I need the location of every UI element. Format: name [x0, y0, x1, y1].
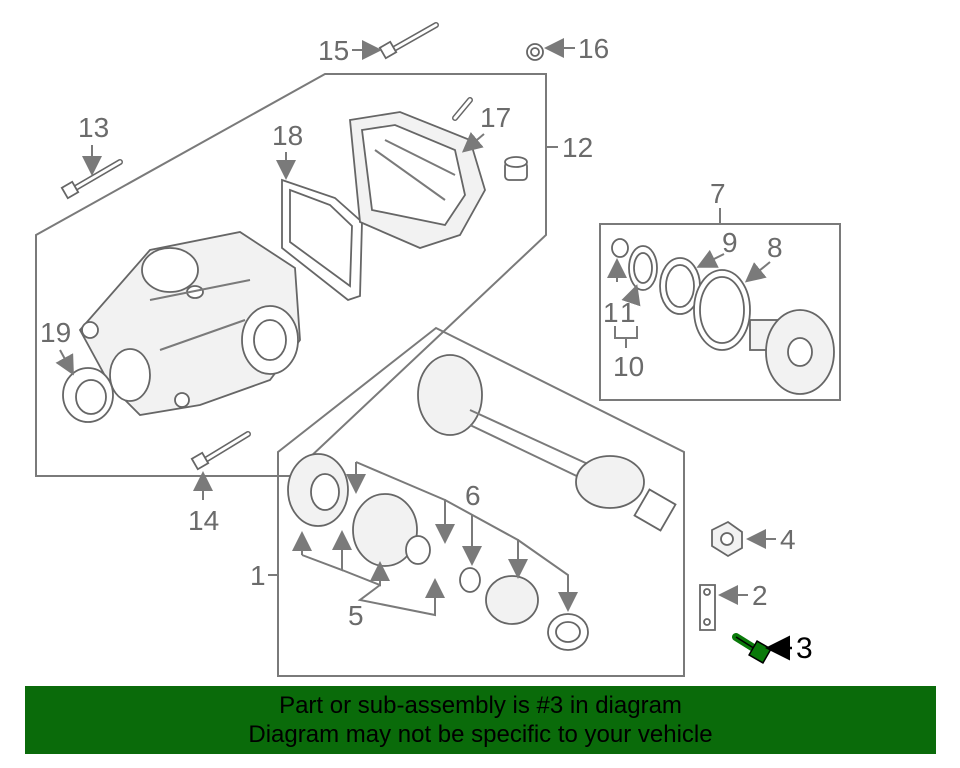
callout-3: 3 — [796, 632, 813, 665]
clamp-large — [547, 613, 589, 651]
plug — [504, 156, 528, 181]
bolt-17-screw — [452, 97, 473, 121]
strap-2 — [699, 584, 716, 631]
differential-housing — [78, 231, 301, 416]
bolt-15 — [378, 22, 439, 60]
inner-flange — [287, 453, 349, 527]
callout-14: 14 — [188, 505, 219, 536]
outer-boot — [485, 575, 539, 625]
callout-6: 6 — [465, 480, 481, 511]
cover-17 — [349, 111, 486, 249]
output-flange — [749, 309, 835, 395]
gasket-8 — [693, 269, 751, 351]
nut-4 — [711, 520, 743, 558]
callout-11a: 1 — [603, 297, 619, 328]
banner-line-2: Diagram may not be specific to your vehi… — [248, 721, 713, 748]
seal-19 — [62, 367, 114, 423]
gasket-18 — [281, 178, 363, 302]
flange-group: 7 9 8 1 1 10 — [599, 178, 841, 401]
callout-1: 1 — [250, 560, 266, 591]
callout-2: 2 — [752, 580, 768, 611]
callout-15: 15 — [318, 35, 349, 66]
clamp-small — [459, 567, 481, 593]
callout-13: 13 — [78, 112, 109, 143]
banner-line-1: Part or sub-assembly is #3 in diagram — [279, 692, 682, 719]
boot-kit — [352, 493, 431, 567]
callout-11b: 1 — [620, 297, 636, 328]
nut-16 — [526, 43, 544, 61]
bolt-13 — [60, 159, 123, 200]
o-ring-11 — [611, 238, 629, 258]
callout-4: 4 — [780, 524, 796, 555]
bolt-3-highlighted[interactable] — [732, 633, 772, 664]
axle-shaft-group: 1 — [250, 326, 685, 677]
callout-8: 8 — [767, 232, 783, 263]
info-banner: Part or sub-assembly is #3 in diagram Di… — [25, 686, 936, 754]
seal-ring-11 — [628, 245, 658, 291]
bolt-14 — [190, 431, 251, 471]
half-shaft — [417, 354, 677, 532]
callout-5: 5 — [348, 600, 364, 631]
callout-18: 18 — [272, 120, 303, 151]
differential-group: 12 19 13 — [35, 73, 593, 477]
callout-7: 7 — [710, 178, 726, 209]
callout-12: 12 — [562, 132, 593, 163]
callout-10: 10 — [613, 351, 644, 382]
callout-19: 19 — [40, 317, 71, 348]
callout-9: 9 — [722, 227, 738, 258]
callout-17: 17 — [480, 102, 511, 133]
callout-16: 16 — [578, 33, 609, 64]
